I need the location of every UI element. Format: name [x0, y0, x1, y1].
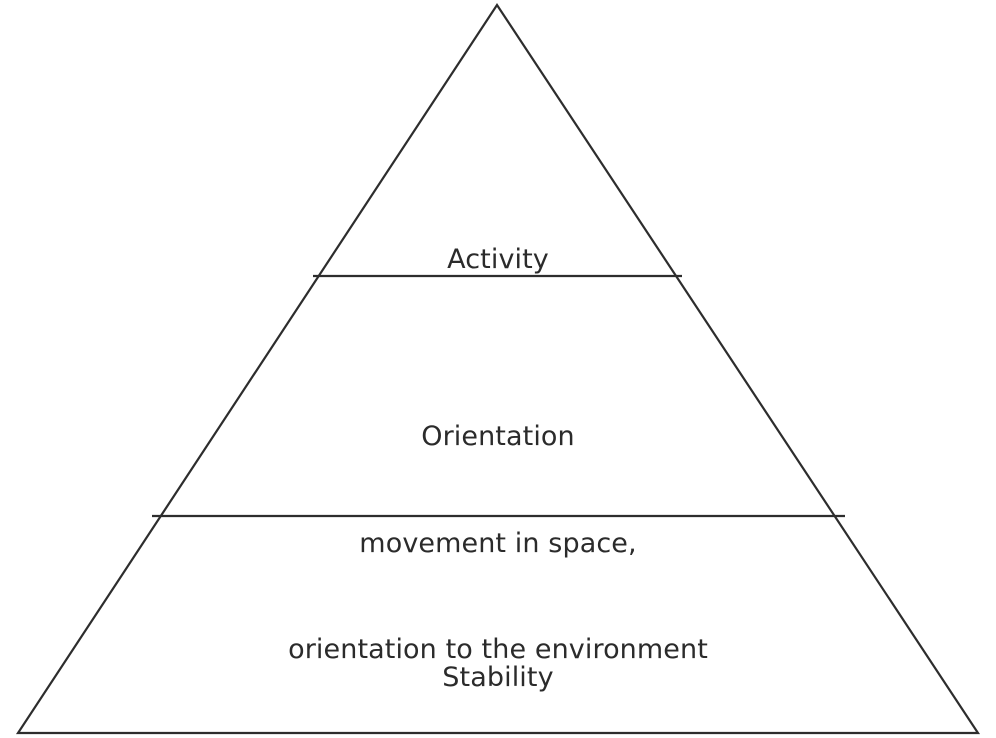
- tier-stability-line-1: Stability: [442, 662, 554, 693]
- tier-label-orientation: Orientation movement in space, orientati…: [248, 348, 748, 738]
- pyramid-triangle-outline: [15, 3, 981, 735]
- tier-orientation-line-2: movement in space,: [359, 527, 637, 559]
- tier-orientation-line-1: Orientation: [421, 421, 575, 452]
- tier-label-stability: Stability postural control: [248, 589, 748, 738]
- tier-activity-line-1: Activity: [447, 244, 549, 275]
- tier-orientation-line-3: orientation to the environment: [288, 634, 708, 665]
- tier-label-activity: Activity: [298, 172, 698, 347]
